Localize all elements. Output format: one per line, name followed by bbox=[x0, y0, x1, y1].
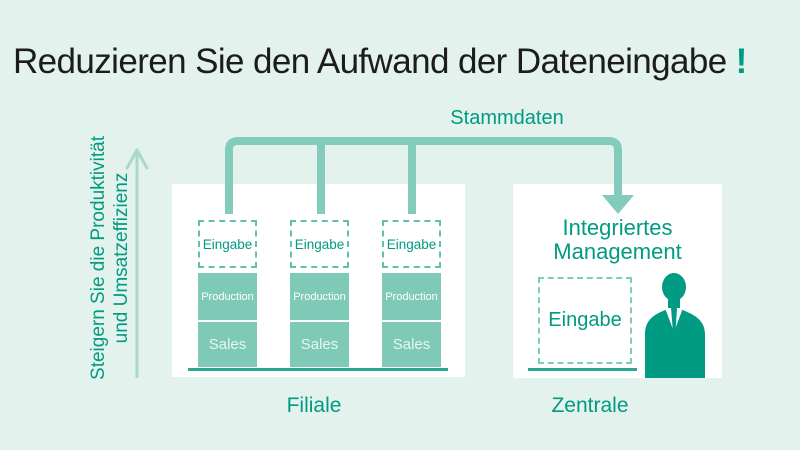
eingabe-box: Eingabe bbox=[290, 220, 349, 268]
production-box: Production bbox=[290, 273, 349, 320]
filiale-label: Filiale bbox=[286, 394, 342, 417]
eingabe-box: Eingabe bbox=[198, 220, 257, 268]
productivity-caption-line1: Steigern Sie die Produktivität bbox=[88, 136, 109, 380]
eingabe-box: Eingabe bbox=[382, 220, 441, 268]
production-box: Production bbox=[198, 273, 257, 320]
zentrale-panel: Integriertes Management Eingabe bbox=[513, 184, 722, 378]
stammdaten-label: Stammdaten bbox=[450, 107, 564, 129]
eingabe-box-central: Eingabe bbox=[538, 277, 632, 364]
zentrale-label: Zentrale bbox=[551, 394, 629, 417]
branch-stack: Eingabe Production Sales bbox=[290, 220, 349, 367]
integrated-management-heading: Integriertes Management bbox=[513, 216, 722, 264]
page-title: Reduzieren Sie den Aufwand der Dateneing… bbox=[13, 42, 747, 82]
filiale-baseline bbox=[188, 368, 448, 371]
branch-stack: Eingabe Production Sales bbox=[198, 220, 257, 367]
zentrale-baseline bbox=[528, 368, 637, 371]
branch-stack: Eingabe Production Sales bbox=[382, 220, 441, 367]
exclamation-mark: ! bbox=[735, 42, 748, 81]
heading-line1: Integriertes bbox=[562, 215, 673, 240]
sales-box: Sales bbox=[382, 322, 441, 367]
production-box: Production bbox=[382, 273, 441, 320]
up-arrow-icon bbox=[125, 148, 149, 378]
page-title-text: Reduzieren Sie den Aufwand der Dateneing… bbox=[13, 42, 727, 81]
heading-line2: Management bbox=[553, 239, 682, 264]
sales-box: Sales bbox=[290, 322, 349, 367]
filiale-panel: Eingabe Production Sales Eingabe Product… bbox=[172, 184, 465, 377]
sales-box: Sales bbox=[198, 322, 257, 367]
businessman-icon bbox=[645, 273, 705, 378]
